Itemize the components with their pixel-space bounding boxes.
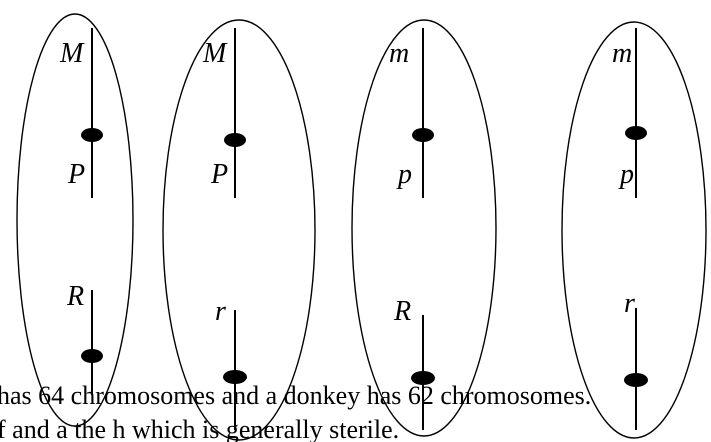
cell-4-upper-bottom-label: p xyxy=(618,159,634,190)
cell-2-upper-top-label: M xyxy=(202,38,228,69)
gamete-cell-1: M P R xyxy=(16,13,134,427)
caption-line-2: f and a the h which is generally sterile… xyxy=(0,415,399,442)
cell-3-lower-label: R xyxy=(393,296,411,327)
gamete-cell-2: M P r xyxy=(162,19,316,441)
cell-4-lower-label: r xyxy=(624,288,635,319)
cell-4-upper-top-label: m xyxy=(612,38,632,69)
gamete-cell-3: m p R xyxy=(351,19,497,437)
cell-3-outline xyxy=(351,19,497,437)
cell-4-lower-centromere xyxy=(624,373,648,387)
cell-2-upper-centromere xyxy=(224,133,246,147)
cell-1-upper-centromere xyxy=(81,128,103,142)
cell-3-upper-bottom-label: p xyxy=(396,159,412,190)
cell-2-lower-centromere xyxy=(223,370,247,384)
cell-1-upper-top-label: M xyxy=(59,38,85,69)
cell-4-outline xyxy=(561,21,707,439)
caption-line-1: has 64 chromosomes and a donkey has 62 c… xyxy=(0,381,591,410)
cell-1-upper-bottom-label: P xyxy=(67,159,85,190)
cell-3-upper-centromere xyxy=(412,128,434,142)
cell-2-outline xyxy=(162,19,316,441)
cell-1-lower-label: R xyxy=(66,281,84,312)
cell-1-outline xyxy=(16,13,134,427)
cell-3-lower-centromere xyxy=(411,371,435,385)
cell-2-lower-label: r xyxy=(215,296,226,327)
cell-4-upper-centromere xyxy=(625,126,647,140)
cell-3-upper-top-label: m xyxy=(389,38,409,69)
gamete-cell-4: m p r xyxy=(561,21,707,439)
cell-1-lower-centromere xyxy=(81,349,103,363)
cell-2-upper-bottom-label: P xyxy=(210,159,228,190)
